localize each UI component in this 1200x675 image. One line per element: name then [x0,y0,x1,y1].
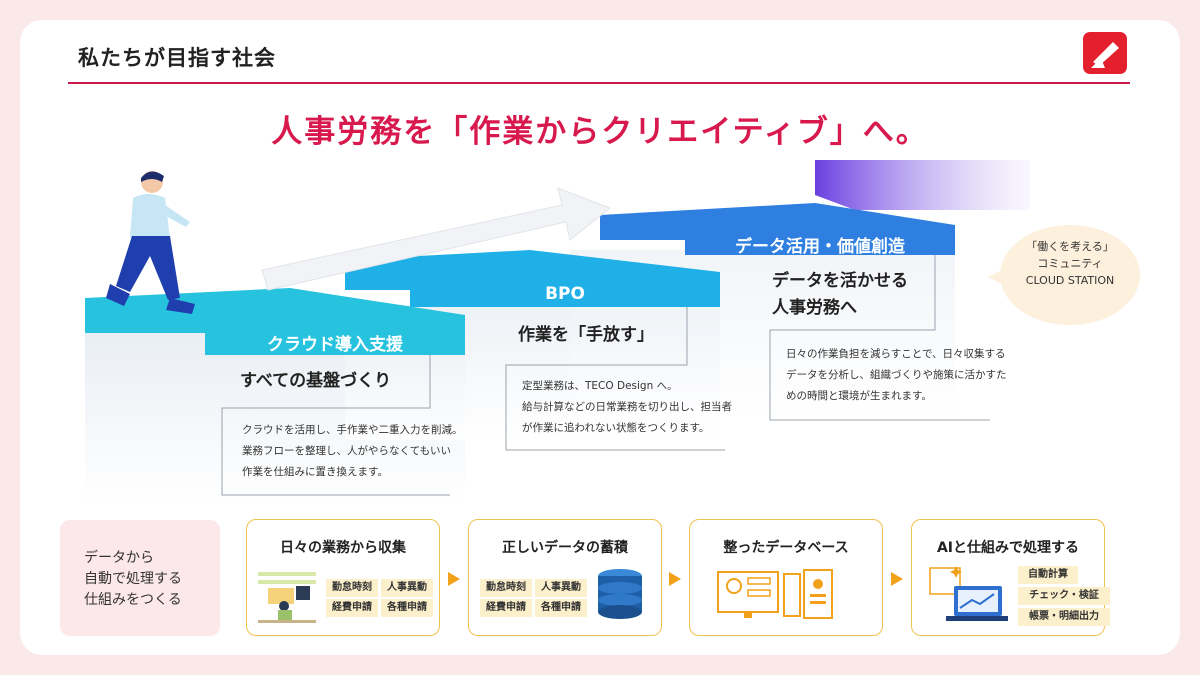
headline: 人事労務を「作業からクリエイティブ」へ。 [271,114,929,150]
summary-line-1: データから [84,550,154,566]
database-screen-documents-icon [717,569,833,619]
flow-step-ai-title: AIと仕組みで処理する [936,540,1080,556]
tag-document-output: 帳票・明細出力 [1018,608,1110,626]
ai-laptop-icon [929,566,1008,621]
step-2-label: BPO [545,284,585,304]
community-bubble-text: 「働くを考える」 コミュニティ CLOUD STATION [1025,240,1115,287]
summary-box [60,520,220,636]
step-1-label: クラウド導入支援 [267,335,403,355]
step-2-top [345,250,720,307]
tag-transfer-2: 人事異動 [535,579,587,597]
tag-attendance: 勤怠時刻 [326,579,378,597]
tag-check-verify: チェック・検証 [1018,587,1110,605]
walking-person-illustration [106,171,195,314]
tag-requests: 各種申請 [381,599,433,617]
tag-attendance-2: 勤怠時刻 [480,579,532,597]
database-icon [598,569,642,619]
step-1-frame [221,355,450,496]
flow-arrow-1 [448,572,460,586]
bubble-tail [988,268,1006,286]
flow-step-database-title: 整ったデータベース [723,540,849,556]
office-worker-illustration-icon [258,572,316,623]
flow-step-store-title: 正しいデータの蓄積 [502,540,628,556]
tag-auto-calc: 自動計算 [1018,566,1078,584]
step-3-heading: データを活かせる 人事労務へ [772,271,908,318]
staircase-illustration [85,160,1030,505]
flow-arrow-3 [891,572,903,586]
progress-arrow [261,187,611,291]
step-3-frame [769,255,990,421]
tag-transfer: 人事異動 [381,579,433,597]
flow-step-collect-title: 日々の業務から収集 [280,540,406,556]
step-3-top [600,203,955,255]
flow-arrow-2 [669,572,681,586]
step-2-heading: 作業を「手放す」 [518,325,654,345]
community-bubble [1000,225,1140,325]
step-1-heading: すべての基盤づくり [240,371,392,391]
summary-line-2: 自動で処理する [84,571,182,587]
title-divider [68,82,1130,84]
step-3-label: データ活用・価値創造 [735,237,905,257]
summary-line-3: 仕組みをつくる [84,592,182,608]
step-3-description: 日々の作業負担を減らすことで、日々収集する データを分析し、組織づくりや施策に活… [786,348,1007,402]
step-2-frame [505,307,725,451]
tag-requests-2: 各種申請 [535,599,587,617]
tag-expense-2: 経費申請 [480,599,532,617]
step-1-description: クラウドを活用し、手作業や二重入力を削減。 業務フローを整理し、人がやらなくても… [242,424,463,478]
page-title: 私たちが目指す社会 [78,46,276,70]
step-4-top [815,160,1030,210]
tag-expense: 経費申請 [326,599,378,617]
brand-logo-icon [1083,32,1127,74]
step-2-description: 定型業務は、TECO Design へ。 給与計算などの日常業務を切り出し、担当… [522,380,732,434]
